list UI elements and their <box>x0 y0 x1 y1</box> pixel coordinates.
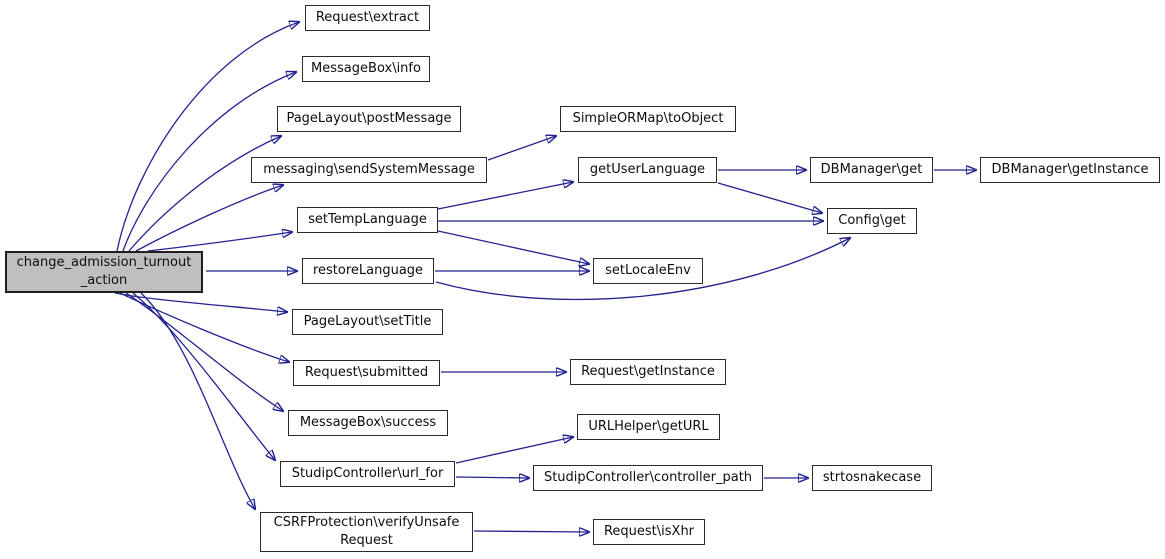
node-messagebox-info[interactable]: MessageBox\info <box>302 56 430 82</box>
edge-root-to-messagebox-success <box>125 292 283 411</box>
edge-root-to-csrfprotection-verifyunsaferequest <box>140 292 255 509</box>
edge-sendsystemmessage-to-toobject <box>487 136 556 161</box>
edge-root-to-settemplanguage <box>147 232 292 252</box>
edge-url-for-to-controller-path <box>455 477 529 478</box>
node-request-getinstance[interactable]: Request\getInstance <box>570 359 726 385</box>
edge-restorelanguage-to-config-get <box>435 238 850 301</box>
edge-url-for-to-urlhelper-geturl <box>455 437 573 464</box>
node-urlhelper-geturl[interactable]: URLHelper\getURL <box>577 414 720 440</box>
edge-root-to-pagelayout-postmessage <box>128 136 281 252</box>
edge-root-to-messaging-sendsystemmessage <box>135 185 283 252</box>
edge-root-to-request-extract <box>116 22 299 252</box>
node-messaging-sendsystemmessage[interactable]: messaging\sendSystemMessage <box>251 157 487 183</box>
node-studipcontroller-controller-path[interactable]: StudipController\controller_path <box>533 465 763 491</box>
node-restorelanguage[interactable]: restoreLanguage <box>302 258 434 284</box>
node-request-extract[interactable]: Request\extract <box>305 5 430 31</box>
node-strtosnakecase[interactable]: strtosnakecase <box>812 465 932 491</box>
node-dbmanager-getinstance[interactable]: DBManager\getInstance <box>980 157 1160 183</box>
node-settemplanguage[interactable]: setTempLanguage <box>297 207 438 233</box>
node-dbmanager-get[interactable]: DBManager\get <box>810 157 933 183</box>
node-csrfprotection-verifyunsaferequest[interactable]: CSRFProtection\verifyUnsafe Request <box>260 512 473 552</box>
node-setlocaleenv[interactable]: setLocaleEnv <box>593 258 703 284</box>
edge-settemplanguage-to-setlocaleenv <box>437 230 589 264</box>
edge-root-to-messagebox-info <box>122 72 296 252</box>
edge-root-to-studipcontroller-url-for <box>132 292 275 460</box>
edge-getuserlanguage-to-config-get <box>717 182 822 213</box>
node-request-isxhr[interactable]: Request\isXhr <box>593 519 705 545</box>
edge-verifyunsaferequest-to-isxhr <box>473 531 589 532</box>
node-pagelayout-postmessage[interactable]: PageLayout\postMessage <box>277 106 461 132</box>
node-request-submitted[interactable]: Request\submitted <box>293 360 440 386</box>
node-getuserlanguage[interactable]: getUserLanguage <box>578 157 717 183</box>
node-studipcontroller-url-for[interactable]: StudipController\url_for <box>280 461 455 487</box>
edge-settemplanguage-to-getuserlanguage <box>437 182 573 210</box>
node-pagelayout-settitle[interactable]: PageLayout\setTitle <box>292 309 443 335</box>
node-change-admission-turnout-action: change_admission_turnout _action <box>5 251 203 293</box>
node-simpleormap-toobject[interactable]: SimpleORMap\toObject <box>560 106 736 132</box>
node-config-get[interactable]: Config\get <box>827 208 917 234</box>
node-messagebox-success[interactable]: MessageBox\success <box>288 410 448 436</box>
